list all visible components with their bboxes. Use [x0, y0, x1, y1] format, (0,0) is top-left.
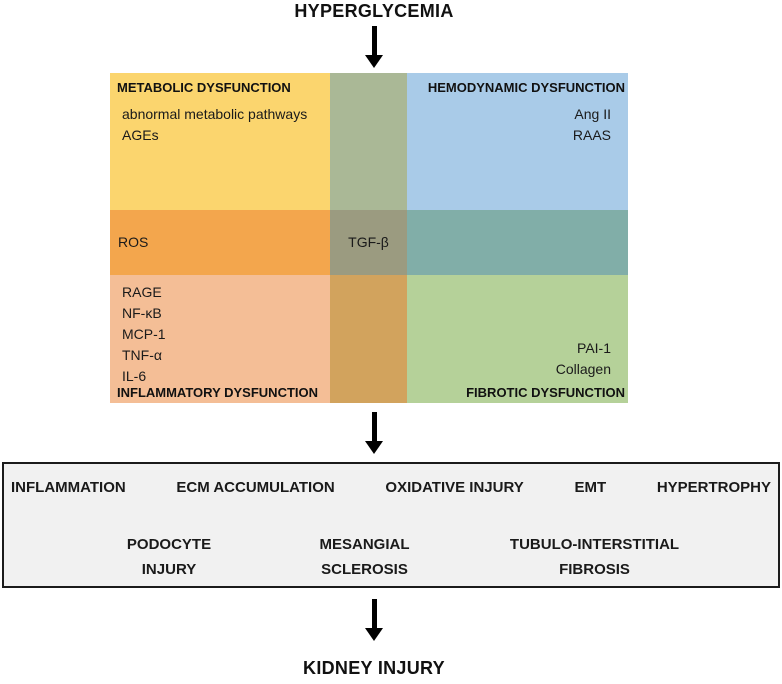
outcomes-row-1: INFLAMMATION ECM ACCUMULATION OXIDATIVE …: [4, 464, 778, 496]
down-arrow-bottom: [365, 599, 383, 641]
tgf-beta-label: TGF-β: [348, 234, 389, 250]
arrow-shaft: [371, 599, 377, 628]
outcome-label-line: MESANGIAL: [319, 536, 410, 553]
fibrotic-item: PAI-1: [577, 340, 611, 356]
outcome-label: INFLAMMATION: [11, 479, 126, 496]
ros-label: ROS: [118, 234, 149, 250]
hemodynamic-item: Ang II: [574, 106, 611, 122]
outcome-mesangial-sclerosis: MESANGIAL SCLEROSIS: [292, 532, 437, 582]
arrow-shaft: [371, 412, 377, 441]
metabolic-header: METABOLIC DYSFUNCTION: [117, 80, 291, 95]
inflammatory-item: TNF-α: [122, 347, 162, 363]
fibrotic-item: Collagen: [555, 361, 611, 377]
outcome-label-line: FIBROSIS: [559, 561, 630, 578]
hemodynamic-items: Ang II RAAS: [407, 104, 611, 146]
hemodynamic-header: HEMODYNAMIC DYSFUNCTION: [427, 80, 625, 95]
outcome-label: OXIDATIVE INJURY: [385, 479, 524, 496]
metabolic-item: abnormal metabolic pathways: [122, 106, 308, 122]
outcome-label: EMT: [574, 479, 607, 496]
outcome-podocyte-injury: PODOCYTE INJURY: [99, 532, 239, 582]
inflammatory-item: IL-6: [122, 368, 147, 384]
overlap-band-top: [330, 73, 407, 210]
down-arrow-middle: [365, 412, 383, 454]
metabolic-quadrant: METABOLIC DYSFUNCTION abnormal metabolic…: [110, 73, 330, 210]
down-arrow-top: [365, 26, 383, 68]
outcome-label-line: PODOCYTE: [126, 536, 212, 553]
ros-band: ROS: [110, 210, 330, 275]
hemodynamic-item: RAAS: [572, 127, 611, 143]
metabolic-items: abnormal metabolic pathways AGEs: [122, 104, 330, 146]
arrow-head: [365, 55, 383, 68]
inflammatory-quadrant: RAGE NF-κB MCP-1 TNF-α IL-6 INFLAMMATORY…: [110, 275, 330, 403]
overlap-band-bottom: [330, 275, 407, 403]
arrow-head: [365, 441, 383, 454]
outcome-label-line: TUBULO-INTERSTITIAL: [509, 536, 680, 553]
tgf-beta-cell: TGF-β: [330, 210, 407, 275]
inflammatory-items: RAGE NF-κB MCP-1 TNF-α IL-6: [122, 282, 330, 387]
arrow-shaft: [371, 26, 377, 55]
outcome-tubulo-interstitial-fibrosis: TUBULO-INTERSTITIAL FIBROSIS: [482, 532, 707, 582]
fibrotic-header: FIBROTIC DYSFUNCTION: [466, 385, 625, 400]
kidney-outcomes-box: INFLAMMATION ECM ACCUMULATION OXIDATIVE …: [2, 462, 780, 588]
inflammatory-header: INFLAMMATORY DYSFUNCTION: [117, 385, 319, 400]
fibrotic-quadrant: PAI-1 Collagen FIBROTIC DYSFUNCTION: [407, 275, 628, 403]
inflammatory-item: RAGE: [122, 284, 162, 300]
hemodynamic-quadrant: HEMODYNAMIC DYSFUNCTION Ang II RAAS: [407, 73, 628, 210]
arrow-head: [365, 628, 383, 641]
outcome-label: HYPERTROPHY: [656, 479, 771, 496]
outcome-label-line: INJURY: [141, 561, 197, 578]
overlap-band-right: [407, 210, 628, 275]
outcome-label: ECM ACCUMULATION: [176, 479, 335, 496]
kidney-injury-label: KIDNEY INJURY: [303, 658, 445, 678]
outcome-label-line: SCLEROSIS: [321, 561, 408, 578]
metabolic-item: AGEs: [122, 127, 159, 143]
fibrotic-items: PAI-1 Collagen: [556, 338, 611, 380]
inflammatory-item: MCP-1: [122, 326, 166, 342]
diagram-title: HYPERGLYCEMIA: [294, 1, 454, 21]
inflammatory-item: NF-κB: [122, 305, 162, 321]
